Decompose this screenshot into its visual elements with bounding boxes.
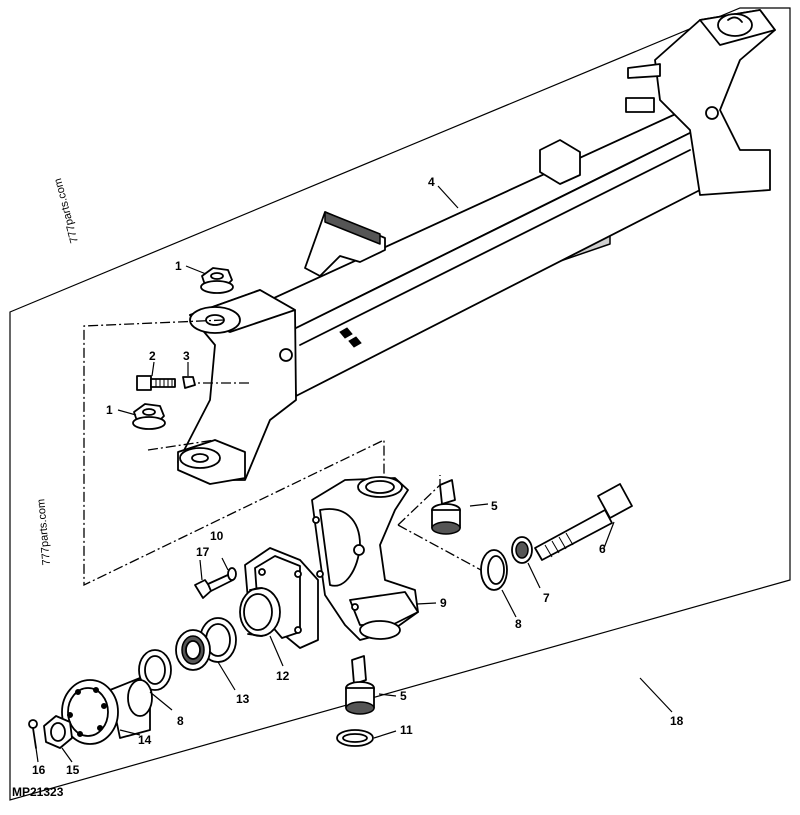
watermark-upper: 777parts.com — [52, 177, 81, 244]
callout-1b[interactable]: 1 — [106, 403, 113, 417]
washer-hub[interactable] — [138, 649, 172, 691]
cap-screw[interactable] — [136, 375, 176, 391]
watermark-lower: 777parts.com — [35, 498, 53, 565]
callout-5a[interactable]: 5 — [491, 499, 498, 513]
front-axle-beam[interactable] — [177, 9, 776, 485]
callout-9[interactable]: 9 — [440, 596, 447, 610]
callout-15[interactable]: 15 — [66, 763, 80, 777]
callout-1a[interactable]: 1 — [175, 259, 182, 273]
callout-17[interactable]: 17 — [196, 545, 210, 559]
washer-spindle[interactable] — [480, 549, 508, 591]
figure-reference-code: MP21323 — [12, 785, 64, 799]
callout-3[interactable]: 3 — [183, 349, 190, 363]
leader-lines — [35, 185, 673, 763]
bolt[interactable] — [194, 573, 234, 599]
explode-line-pin — [147, 382, 250, 451]
callout-labels: 1 1 2 3 4 5 5 6 7 8 8 9 10 11 12 13 14 1… — [32, 175, 684, 777]
ball-joint-upper[interactable] — [431, 479, 461, 535]
snap-ring[interactable] — [336, 729, 374, 747]
steering-knuckle[interactable] — [311, 476, 419, 641]
bushing[interactable] — [511, 536, 533, 564]
flange-nut-upper[interactable] — [200, 267, 234, 294]
hub-nut[interactable] — [43, 715, 73, 749]
callout-7[interactable]: 7 — [543, 591, 550, 605]
callout-13[interactable]: 13 — [236, 692, 250, 706]
assembly-border — [9, 7, 791, 801]
ball-joint-lower[interactable] — [345, 655, 375, 715]
callout-2[interactable]: 2 — [149, 349, 156, 363]
square-nut[interactable] — [182, 376, 196, 389]
callout-11[interactable]: 11 — [400, 723, 413, 737]
cotter-pin[interactable] — [28, 719, 38, 749]
callout-12[interactable]: 12 — [276, 669, 290, 683]
wheel-hub[interactable] — [61, 677, 153, 745]
callout-18[interactable]: 18 — [670, 714, 684, 728]
callout-8b[interactable]: 8 — [177, 714, 184, 728]
callout-14[interactable]: 14 — [138, 733, 152, 747]
flange-nut-lower[interactable] — [132, 403, 166, 430]
callout-8a[interactable]: 8 — [515, 617, 522, 631]
callout-5b[interactable]: 5 — [400, 689, 407, 703]
explode-line-bracket — [83, 319, 385, 587]
pivot-bolt[interactable] — [534, 483, 633, 561]
seal[interactable] — [239, 587, 281, 637]
callout-4[interactable]: 4 — [428, 175, 435, 189]
callout-16[interactable]: 16 — [32, 763, 46, 777]
callout-10[interactable]: 10 — [210, 529, 224, 543]
lock-washer[interactable] — [227, 567, 237, 581]
bearing[interactable] — [175, 617, 237, 671]
callout-6[interactable]: 6 — [599, 542, 606, 556]
